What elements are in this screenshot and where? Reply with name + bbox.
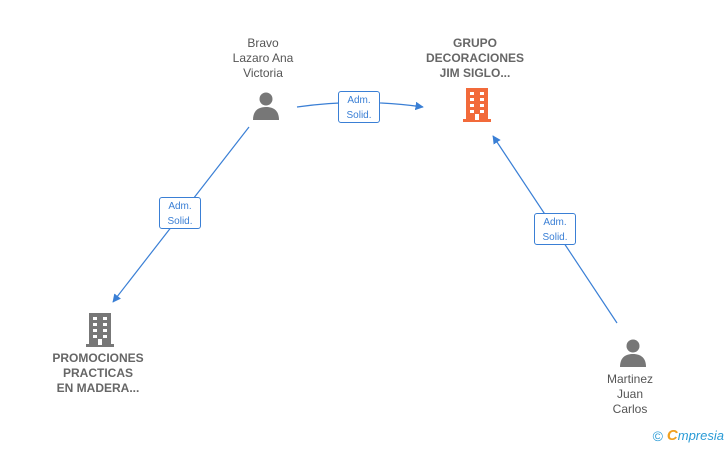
edge-label-bravo-promociones[interactable]: Adm. Solid. bbox=[159, 197, 201, 229]
brand-initial: C bbox=[666, 427, 678, 444]
person-icon[interactable] bbox=[251, 91, 281, 121]
person-icon[interactable] bbox=[618, 338, 648, 368]
node-label-promociones[interactable]: PROMOCIONES PRACTICAS EN MADERA... bbox=[52, 351, 144, 395]
node-label-grupo[interactable]: GRUPO DECORACIONES JIM SIGLO... bbox=[425, 36, 524, 80]
brand-logo[interactable]: © Cmpresia bbox=[653, 427, 724, 444]
edge-label-bravo-grupo[interactable]: Adm. Solid. bbox=[338, 91, 380, 123]
brand-name: mpresia bbox=[677, 428, 724, 443]
node-label-martinez[interactable]: Martinez Juan Carlos bbox=[606, 372, 653, 416]
building-icon[interactable] bbox=[84, 311, 116, 347]
copyright-symbol: © bbox=[652, 427, 663, 444]
building-icon[interactable] bbox=[461, 86, 493, 122]
node-label-bravo[interactable]: Bravo Lazaro Ana Victoria bbox=[232, 36, 294, 80]
edge-label-martinez-grupo[interactable]: Adm. Solid. bbox=[534, 213, 576, 245]
